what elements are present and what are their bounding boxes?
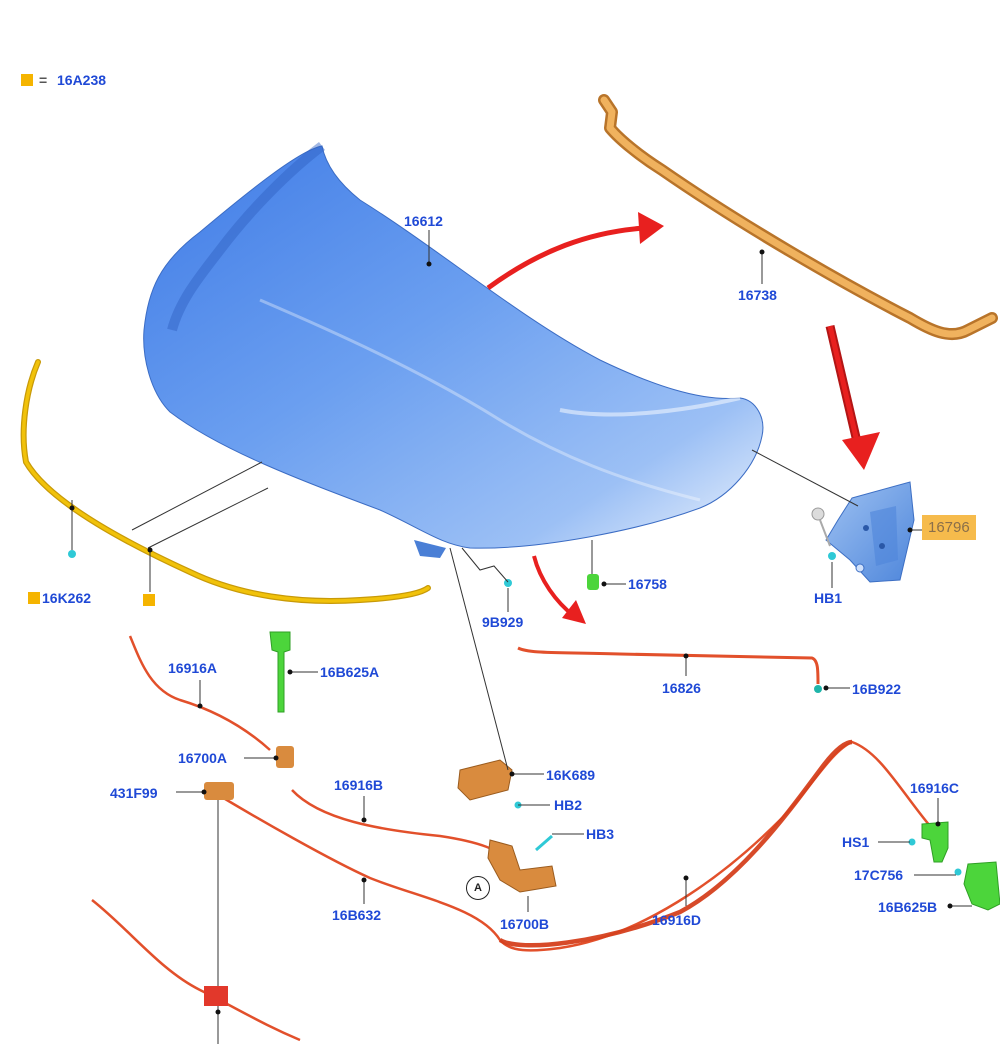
arrow-hood-to-seal xyxy=(486,225,645,291)
label-cable-16916d: 16916D xyxy=(652,912,702,928)
arrow-to-support-rod xyxy=(532,555,576,618)
strut-16b625b-part xyxy=(963,861,1000,911)
strut-16916c-part xyxy=(921,821,949,863)
label-hinge-bolt: HB1 xyxy=(814,590,843,606)
latch-16700a-part xyxy=(276,746,294,768)
hood-panel xyxy=(143,145,764,549)
legend-swatch xyxy=(21,74,33,86)
front-seal-swatch xyxy=(28,592,40,604)
label-clip-17c756: 17C756 xyxy=(854,867,904,883)
label-latch-16700b: 16700B xyxy=(500,916,550,932)
rod-clip-part xyxy=(814,685,822,693)
cable-lower-left-part xyxy=(91,899,301,1042)
label-hinge: 16796 xyxy=(922,515,976,540)
label-bracket-431f99: 431F99 xyxy=(110,785,158,801)
label-front-seal: 16K262 xyxy=(42,590,92,606)
label-clip-9b929: 9B929 xyxy=(482,614,524,630)
striker-part xyxy=(457,759,513,801)
label-strut-16b625a: 16B625A xyxy=(320,664,380,680)
hinge-part xyxy=(825,481,915,583)
label-screw-hs1: HS1 xyxy=(842,834,870,850)
clip-17c756-part xyxy=(954,868,962,876)
cable-16916a-part xyxy=(128,635,271,751)
strut-16b625a-part xyxy=(269,631,291,713)
callout-a: A xyxy=(466,876,490,900)
seal-swatch xyxy=(143,594,155,606)
label-cable-16916c: 16916C xyxy=(910,780,960,796)
legend-code: 16A238 xyxy=(57,72,107,88)
rear-seal-part xyxy=(598,94,998,340)
label-bolt-hb2: HB2 xyxy=(554,797,583,813)
legend-equals: = xyxy=(39,72,48,88)
bracket-431f99-part xyxy=(204,782,234,800)
screw-hs1-part xyxy=(908,838,916,846)
label-hood: 16612 xyxy=(404,213,443,229)
label-cable-16916b: 16916B xyxy=(334,777,384,793)
label-support-rod: 16826 xyxy=(662,680,701,696)
label-latch-16700a: 16700A xyxy=(178,750,228,766)
label-bumper: 16758 xyxy=(628,576,667,592)
cable-16916d-part xyxy=(498,739,853,948)
label-strut-16b625b: 16B625B xyxy=(878,899,938,915)
hinge-bolt-part xyxy=(828,552,836,560)
support-rod-part xyxy=(517,646,820,685)
bumper-part xyxy=(587,574,599,590)
label-hood-seal-rear: 16738 xyxy=(738,287,777,303)
label-cable-16916a: 16916A xyxy=(168,660,218,676)
clip-9b929-part xyxy=(504,579,512,587)
label-bolt-hb3: HB3 xyxy=(586,826,615,842)
cable-16916b-part xyxy=(291,789,511,863)
label-cable-16b632: 16B632 xyxy=(332,907,382,923)
label-rod-clip: 16B922 xyxy=(852,681,902,697)
label-striker: 16K689 xyxy=(546,767,596,783)
latch-16700b-part xyxy=(487,839,557,893)
